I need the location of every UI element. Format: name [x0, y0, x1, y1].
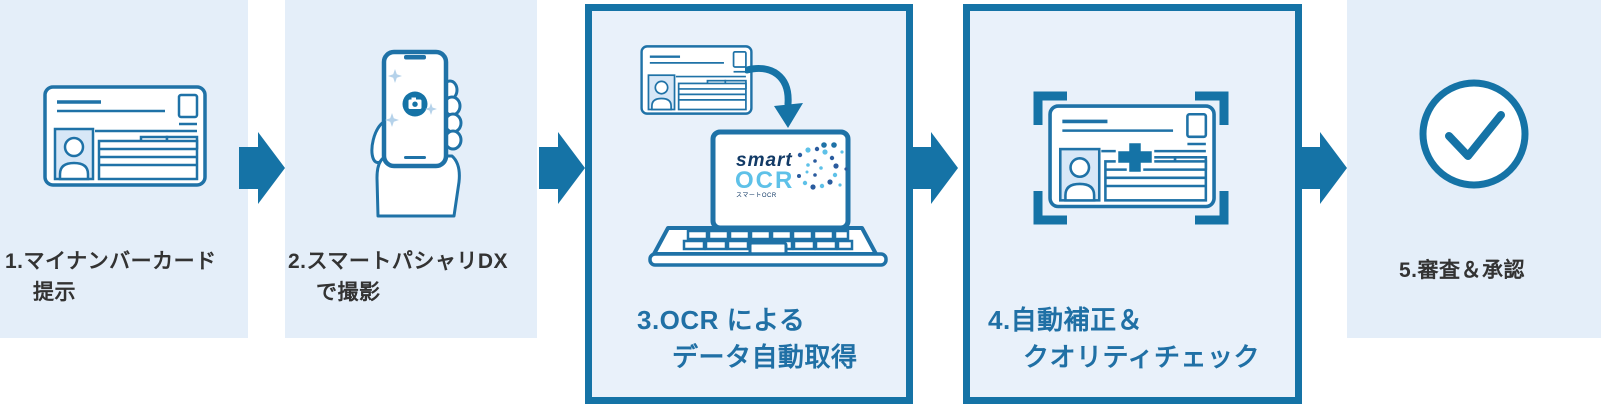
step-label-1: 1.マイナンバーカード 提示 [5, 246, 217, 308]
viewfinder-brackets-icon [1033, 91, 1229, 225]
logo-dot-swirl [797, 146, 848, 190]
step-label-5: 5.審査＆承認 [1399, 255, 1525, 286]
step-label-3-line2: データ自動取得 [672, 342, 858, 372]
curved-arrow-icon [745, 62, 805, 130]
step-label-2: 2.スマートパシャリDX で撮影 [288, 246, 508, 308]
step-label-3-line1: 3.OCR による [637, 305, 806, 335]
id-card-icon [43, 85, 207, 187]
laptop-logo-ocr: OCR [735, 167, 794, 194]
step-label-1-line2: 提示 [33, 281, 76, 304]
flow-arrow-icon-1 [239, 132, 285, 204]
step-label-3: 3.OCR による データ自動取得 [637, 302, 858, 376]
flow-arrow-icon-2 [539, 132, 585, 204]
flow-arrow-icon-3 [912, 132, 958, 204]
step-label-1-line1: 1.マイナンバーカード [5, 250, 217, 273]
step-label-2-line1: 2.スマートパシャリDX [288, 250, 509, 273]
id-card-small-icon [640, 45, 753, 115]
ocr-laptop-icon: smart OCR スマートOCR [648, 124, 888, 270]
card-quality-check-icon [1031, 89, 1231, 227]
step-label-4: 4.自動補正＆ クオリティチェック [988, 302, 1260, 376]
plus-correction-icon [1115, 140, 1155, 175]
laptop-logo-subtext: スマートOCR [736, 192, 777, 199]
step-label-5-line1: 5.審査＆承認 [1399, 259, 1526, 282]
step-panel-2: 2.スマートパシャリDX で撮影 [285, 0, 537, 338]
smartphone-camera-icon [368, 46, 473, 218]
step-label-2-line2: で撮影 [316, 281, 381, 304]
step-panel-5: 5.審査＆承認 [1347, 0, 1601, 338]
step-label-4-line1: 4.自動補正＆ [988, 305, 1144, 335]
laptop-logo-smart: smart [736, 150, 793, 171]
step-panel-3: smart OCR スマートOCR [585, 4, 913, 404]
step-panel-1: 1.マイナンバーカード 提示 [0, 0, 248, 338]
flow-arrow-icon-4 [1301, 132, 1347, 204]
step-panel-4: 4.自動補正＆ クオリティチェック [963, 4, 1302, 404]
check-circle-icon [1416, 76, 1532, 192]
step-label-4-line2: クオリティチェック [1023, 342, 1260, 372]
